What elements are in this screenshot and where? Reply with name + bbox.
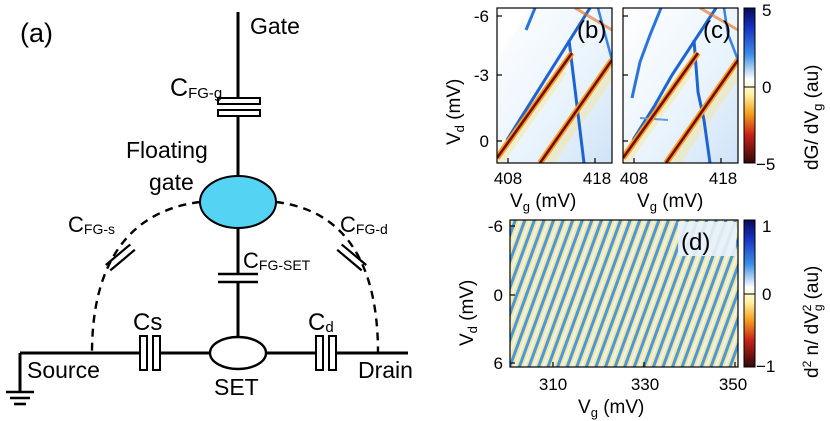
- panel-c-xtick-1: 418: [709, 169, 737, 188]
- panel-b-ytick-2: 0: [480, 132, 489, 151]
- cs-label: Cs: [133, 309, 162, 336]
- c-fg-g-capacitor: [217, 97, 261, 117]
- panel-b-ytick-1: -3: [474, 66, 489, 85]
- panel-c-xlabel: Vg (mV): [637, 191, 703, 214]
- panel-c-frame: [622, 7, 739, 164]
- panel-c-ticks: [623, 15, 722, 163]
- c-fg-g-label: CFG-g: [170, 74, 222, 102]
- fg-drain-dashed-link: [275, 200, 380, 354]
- panel-d-ticks: [510, 225, 736, 367]
- colorbar-top-tick-0: 5: [762, 1, 771, 20]
- set-island: [208, 335, 268, 371]
- panel-b-xlabel: Vg (mV): [510, 191, 576, 214]
- floating-gate-label-2: gate: [149, 169, 194, 195]
- cs-capacitor: [139, 335, 161, 371]
- panel-c: (c) 408 418 Vg (mV): [620, 7, 739, 214]
- panel-d-label: (d): [681, 229, 710, 256]
- panel-b-ytick-0: -6: [474, 7, 489, 26]
- floating-gate-ellipse: [199, 175, 277, 229]
- cd-label: Cd: [308, 309, 334, 336]
- gate-label: Gate: [250, 13, 300, 39]
- circuit-diagram: (a) Gate CFG-g Floating gate CFG-s CFG-d: [6, 12, 413, 406]
- colorbar-top-tick-1: 0: [762, 78, 771, 97]
- colorbar-bottom-tick-2: −1: [756, 357, 775, 376]
- panel-b: (b) -6 -3 0 408 418 Vg (mV) Vd (mV): [444, 7, 613, 214]
- panel-d-ytick-1: 0: [494, 286, 503, 305]
- colorbar-bottom-tick-0: 1: [762, 217, 771, 236]
- fg-source-dashed-link: [90, 200, 201, 354]
- panel-d-ytick-0: -6: [488, 217, 503, 236]
- panel-b-xtick-1: 418: [583, 169, 611, 188]
- panel-b-map: [497, 8, 612, 163]
- panel-b-xtick-0: 408: [494, 169, 522, 188]
- colorbar-top-label: dG/ dVg (au): [802, 65, 825, 170]
- c-fg-d-capacitor: [336, 243, 367, 272]
- panel-d: (d) -6 0 6 310 330 350 Vg (mV) Vd (mV): [457, 217, 747, 420]
- panel-b-ticks: [497, 15, 596, 163]
- panel-d-xtick-0: 310: [539, 375, 567, 394]
- set-label: SET: [214, 374, 259, 400]
- panel-b-ylabel: Vd (mV): [444, 79, 467, 145]
- panel-d-label-bg: [678, 222, 736, 256]
- panel-d-xlabel: Vg (mV): [578, 397, 644, 420]
- colorbar-top-tick-2: −5: [756, 155, 775, 174]
- c-fg-s-capacitor: [105, 243, 136, 272]
- panel-b-frame: [496, 7, 613, 164]
- c-fg-s-label: CFG-s: [68, 212, 115, 237]
- colorbar-bottom-tick-1: 0: [762, 285, 771, 304]
- panel-d-ylabel: Vd (mV): [457, 280, 480, 346]
- panel-d-xtick-1: 330: [631, 375, 659, 394]
- ground-icon: [6, 353, 34, 406]
- c-fg-d-label: CFG-d: [340, 212, 388, 237]
- colorbar-bottom: 1 0 −1 d2 n/ dVg2 (au): [743, 217, 825, 378]
- colorbar-bottom-label: d2 n/ dVg2 (au): [800, 266, 825, 378]
- c-fg-set-label: CFG-SET: [243, 248, 311, 273]
- panel-c-xtick-0: 408: [620, 169, 648, 188]
- cd-capacitor: [315, 335, 337, 371]
- panel-b-label: (b): [577, 17, 606, 44]
- source-label: Source: [27, 357, 100, 383]
- drain-label: Drain: [358, 357, 413, 383]
- panel-label-a: (a): [20, 18, 53, 48]
- floating-gate-label-1: Floating: [126, 137, 208, 163]
- colorbar-top: 5 0 −5 dG/ dVg (au): [743, 1, 825, 174]
- panel-d-frame: [509, 219, 739, 368]
- colorbar-top-gradient: [743, 7, 756, 164]
- panel-c-map: [623, 8, 738, 163]
- panel-d-xtick-2: 350: [719, 375, 747, 394]
- panel-d-ytick-2: 6: [494, 354, 503, 373]
- panel-c-label: (c): [703, 17, 731, 44]
